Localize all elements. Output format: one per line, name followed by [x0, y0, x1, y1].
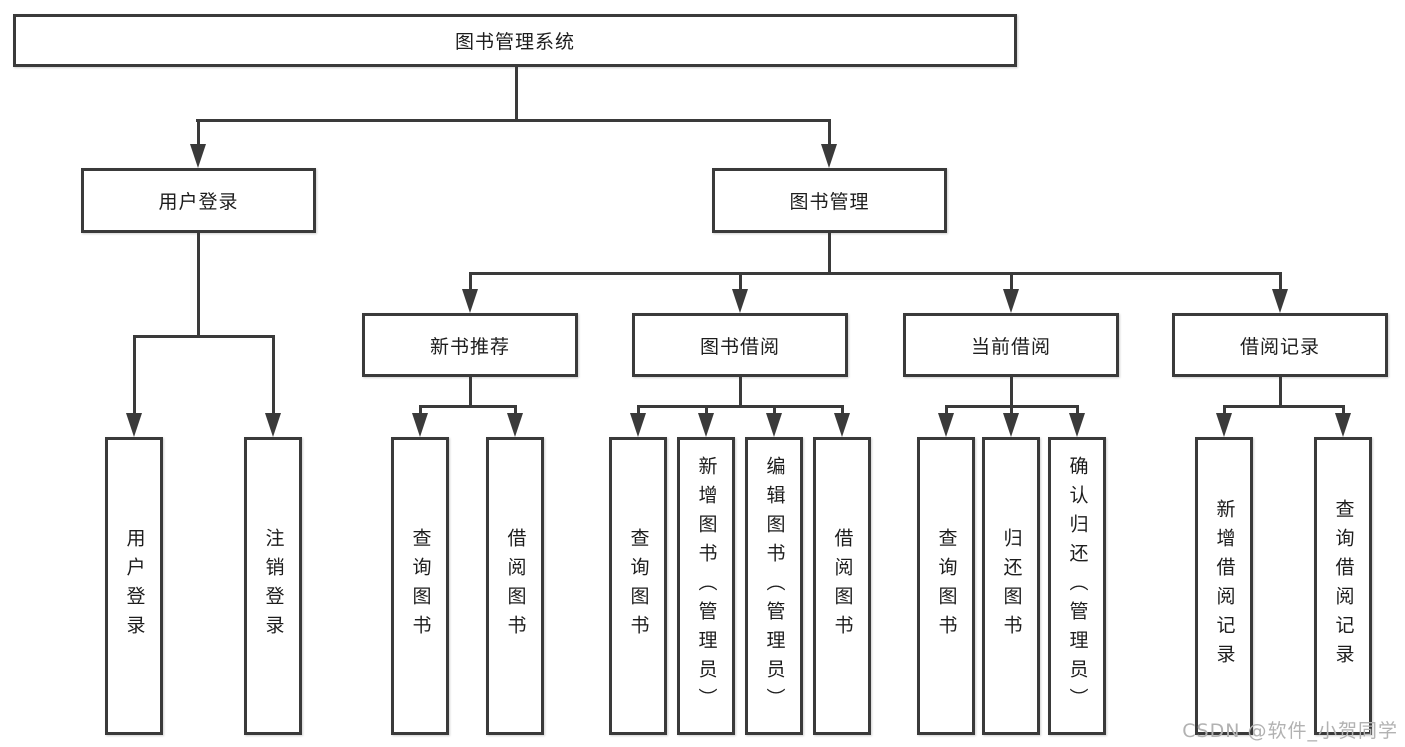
leaf-add-book-admin: 新增图书（管理员）: [677, 437, 735, 735]
leaf-query-books-current-label: 查询图书: [935, 528, 958, 644]
connector-arrow-shaft: [1342, 405, 1345, 419]
leaf-query-books-borrow-label: 查询图书: [627, 528, 650, 644]
connector-book-mgmt-stub: [828, 231, 831, 274]
connector-stub: [469, 375, 472, 407]
node-system-root-label: 图书管理系统: [454, 31, 575, 53]
leaf-add-borrow-record: 新增借阅记录: [1195, 437, 1253, 735]
connector-arrow-shaft: [1223, 405, 1226, 419]
arrow-down-icon: [821, 144, 837, 168]
leaf-confirm-return-admin: 确认归还（管理员）: [1048, 437, 1106, 735]
leaf-borrow-books-recommend: 借阅图书: [486, 437, 544, 735]
connector-root-branch: [196, 119, 831, 122]
arrow-down-icon: [1335, 413, 1351, 437]
arrow-down-icon: [1069, 413, 1085, 437]
arrow-down-icon: [412, 413, 428, 437]
node-current-borrow-label: 当前借阅: [970, 335, 1051, 358]
connector-book-mgmt-branch: [469, 272, 1282, 275]
node-borrow-records: 借阅记录: [1172, 313, 1388, 377]
connector-user-login-stub: [197, 231, 200, 337]
csdn-watermark: CSDN @软件_小贺同学: [1182, 720, 1398, 742]
connector-branch: [1223, 405, 1345, 408]
node-book-borrow-label: 图书借阅: [699, 335, 780, 358]
arrow-down-icon: [630, 413, 646, 437]
arrow-down-icon: [462, 289, 478, 313]
node-current-borrow: 当前借阅: [903, 313, 1119, 377]
node-user-login-label: 用户登录: [158, 191, 239, 213]
connector-arrow-shaft: [705, 405, 708, 419]
leaf-query-books-recommend-label: 查询图书: [409, 528, 432, 644]
arrow-down-icon: [834, 413, 850, 437]
connector-arrow-shaft: [828, 119, 831, 147]
leaf-borrow-books-label: 借阅图书: [831, 528, 854, 644]
node-borrow-records-label: 借阅记录: [1239, 335, 1320, 358]
connector-arrow-shaft: [1279, 272, 1282, 294]
arrow-down-icon: [1272, 289, 1288, 313]
leaf-query-books-current: 查询图书: [917, 437, 975, 735]
connector-stub: [739, 375, 742, 407]
connector-arrow-shaft: [1076, 405, 1079, 419]
leaf-edit-book-admin: 编辑图书（管理员）: [745, 437, 803, 735]
leaf-logout: 注销登录: [244, 437, 302, 735]
leaf-query-borrow-record-label: 查询借阅记录: [1332, 499, 1355, 673]
connector-arrow-shaft: [637, 405, 640, 419]
node-book-borrow: 图书借阅: [632, 313, 848, 377]
connector-arrow-shaft: [514, 405, 517, 419]
connector-arrow-shaft: [1010, 272, 1013, 294]
leaf-confirm-return-admin-label: 确认归还（管理员）: [1066, 455, 1089, 717]
arrow-down-icon: [938, 413, 954, 437]
connector-arrow-shaft: [1010, 405, 1013, 419]
node-new-book-recommend: 新书推荐: [362, 313, 578, 377]
node-book-management-label: 图书管理: [789, 191, 870, 213]
connector-arrow-shaft: [469, 272, 472, 294]
node-new-book-recommend-label: 新书推荐: [429, 335, 510, 358]
leaf-borrow-books-recommend-label: 借阅图书: [504, 528, 527, 644]
connector-arrow-shaft: [945, 405, 948, 419]
leaf-query-borrow-record: 查询借阅记录: [1314, 437, 1372, 735]
connector-root-stub: [515, 67, 518, 120]
connector-arrow-shaft: [272, 335, 275, 417]
node-system-root: 图书管理系统: [13, 14, 1017, 67]
arrow-down-icon: [1003, 289, 1019, 313]
arrow-down-icon: [732, 289, 748, 313]
leaf-return-books-label: 归还图书: [1000, 528, 1023, 644]
leaf-user-login-label: 用户登录: [123, 528, 146, 644]
connector-arrow-shaft: [739, 272, 742, 294]
connector-arrow-shaft: [419, 405, 422, 419]
leaf-query-books-borrow: 查询图书: [609, 437, 667, 735]
leaf-add-book-admin-label: 新增图书（管理员）: [695, 455, 718, 717]
connector-arrow-shaft: [197, 119, 200, 147]
leaf-borrow-books: 借阅图书: [813, 437, 871, 735]
connector-arrow-shaft: [773, 405, 776, 419]
leaf-query-books-recommend: 查询图书: [391, 437, 449, 735]
arrow-down-icon: [507, 413, 523, 437]
arrow-down-icon: [265, 413, 281, 437]
node-user-login: 用户登录: [81, 168, 316, 233]
connector-stub: [1010, 375, 1013, 407]
connector-user-login-branch: [133, 335, 275, 338]
connector-arrow-shaft: [133, 335, 136, 417]
arrow-down-icon: [766, 413, 782, 437]
leaf-logout-label: 注销登录: [262, 528, 285, 644]
leaf-return-books: 归还图书: [982, 437, 1040, 735]
arrow-down-icon: [190, 144, 206, 168]
arrow-down-icon: [1216, 413, 1232, 437]
connector-branch: [419, 405, 517, 408]
arrow-down-icon: [698, 413, 714, 437]
arrow-down-icon: [126, 413, 142, 437]
leaf-edit-book-admin-label: 编辑图书（管理员）: [763, 455, 786, 717]
connector-arrow-shaft: [841, 405, 844, 419]
connector-stub: [1279, 375, 1282, 407]
leaf-add-borrow-record-label: 新增借阅记录: [1213, 499, 1236, 673]
connector-branch: [637, 405, 844, 408]
arrow-down-icon: [1003, 413, 1019, 437]
leaf-user-login: 用户登录: [105, 437, 163, 735]
node-book-management: 图书管理: [712, 168, 947, 233]
